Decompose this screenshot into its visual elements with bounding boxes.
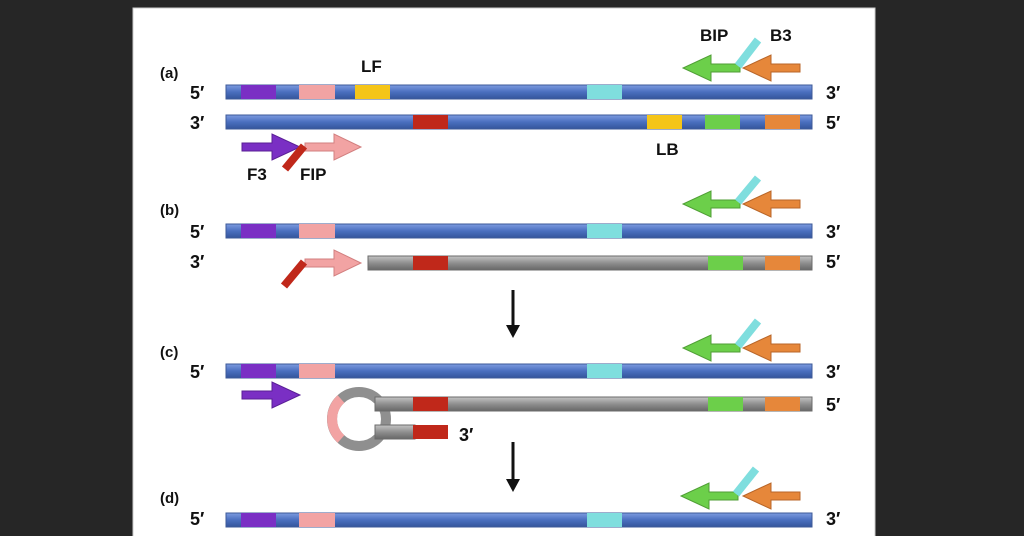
panel-d-label: (d) (160, 490, 179, 507)
primer-b3-arrow (741, 54, 801, 82)
panel-c-loop-f2c-region (327, 395, 345, 443)
panel-a-b1-region (587, 85, 622, 99)
panel-a-label: (a) (160, 65, 178, 82)
panel-c-b2-region (708, 397, 743, 411)
panel-b-fip-arrow (304, 249, 363, 277)
primer-bip-tail (734, 37, 762, 69)
panel-b-fip-tail (280, 259, 308, 289)
panel-a-f1-region (413, 115, 448, 129)
panel-b-f2-region (299, 224, 335, 238)
panel-d-top-strand (225, 512, 813, 528)
panel-c-f3-arrow (241, 381, 302, 409)
primer-lf-label: LF (361, 57, 382, 76)
panel-d-top-3prime: 3′ (826, 509, 840, 529)
panel-a-lb-region (647, 115, 682, 129)
primer-f3-arrow (241, 133, 302, 161)
panel-d-b3-arrow (741, 482, 801, 510)
primer-bip-label: BIP (700, 26, 728, 45)
panel-a-bottom-5prime: 5′ (826, 113, 840, 133)
panel-a-lf-region (355, 85, 390, 99)
primer-lb-label: LB (656, 140, 679, 159)
panel-c-b3-arrow (741, 334, 801, 362)
panel-c-bip-arrow (681, 334, 741, 362)
panel-c-top-5prime: 5′ (190, 362, 204, 382)
panel-b-b3-arrow (741, 190, 801, 218)
panel-a-b3-region (765, 115, 800, 129)
panel-d-top-5prime: 5′ (190, 509, 204, 529)
panel-b-bottom-5prime: 5′ (826, 252, 840, 272)
panel-b-top-5prime: 5′ (190, 222, 204, 242)
panel-c-bottom-5prime: 5′ (826, 395, 840, 415)
panel-c-f1c-region (241, 364, 276, 378)
panel-d-b1-region (587, 513, 622, 527)
panel-b-top-3prime: 3′ (826, 222, 840, 242)
panel-c-end-3prime: 3′ (459, 425, 473, 445)
panel-b-top-strand (225, 223, 813, 239)
panel-b-b3-region (765, 256, 800, 270)
primer-fip-label: FIP (300, 165, 326, 184)
panel-b-bip-arrow (681, 190, 741, 218)
panel-a-b2-region (705, 115, 740, 129)
panel-c-f2-region (299, 364, 335, 378)
primer-f3-label: F3 (247, 165, 267, 184)
panel-b-label: (b) (160, 202, 179, 219)
panel-c-b1-region (587, 364, 622, 378)
panel-c-new-strand (374, 396, 813, 412)
panel-c-bip-tail (734, 318, 762, 349)
panel-c-lower-stem (374, 424, 416, 440)
panel-c-top-strand (225, 363, 813, 379)
panel-b-bip-tail (734, 175, 762, 205)
panel-c-top-3prime: 3′ (826, 362, 840, 382)
panel-b-bottom-3prime: 3′ (190, 252, 204, 272)
panel-a-top-3prime: 3′ (826, 83, 840, 103)
step-arrowhead-b-to-c (506, 325, 520, 338)
primer-bip-arrow (681, 54, 741, 82)
panel-d-f1c-region (241, 513, 276, 527)
panel-c-b3-region (765, 397, 800, 411)
panel-a-bottom-3prime: 3′ (190, 113, 204, 133)
primer-fip-arrow (304, 133, 363, 161)
panel-c-f1-region (413, 397, 448, 411)
panel-b-new-strand (367, 255, 813, 271)
primer-b3-label: B3 (770, 26, 792, 45)
primer-fip-tail (281, 143, 308, 172)
panel-d-bip-arrow (679, 482, 739, 510)
panel-b-b2-region (708, 256, 743, 270)
panel-b-b1-region (587, 224, 622, 238)
step-arrowhead-c-to-d (506, 479, 520, 492)
panel-c-f1c-end-region (413, 425, 448, 439)
panel-d-bip-tail (732, 466, 760, 497)
panel-a-top-5prime: 5′ (190, 83, 204, 103)
panel-a-f1c-region (241, 85, 276, 99)
panel-a-f2-region (299, 85, 335, 99)
panel-d-f2-region (299, 513, 335, 527)
panel-b-f1-region (413, 256, 448, 270)
panel-c-label: (c) (160, 344, 178, 361)
panel-b-f1c-region (241, 224, 276, 238)
